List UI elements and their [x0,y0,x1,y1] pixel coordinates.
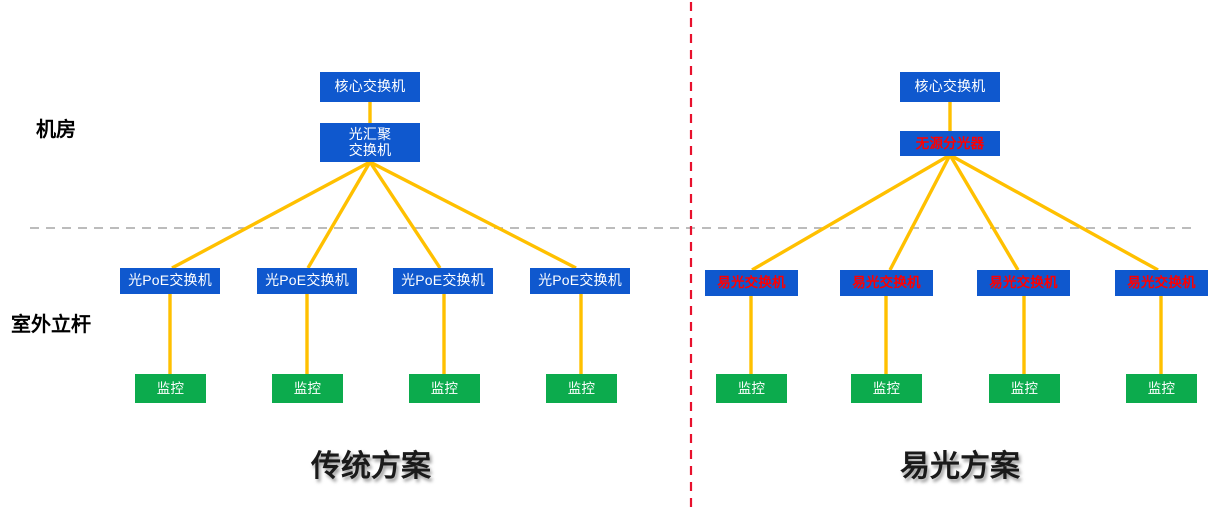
right-camera-node-4[interactable]: 监控 [1126,374,1197,403]
right-camera-node-2[interactable]: 监控 [851,374,922,403]
wire-right-agg-to-access-2 [888,154,952,271]
left-aggregation-switch-node[interactable]: 光汇聚 交换机 [320,123,420,162]
wire-right-agg-to-access-4 [949,153,1159,272]
right-access-switch-node-1[interactable]: 易光交换机 [705,270,798,296]
right-camera-node-3[interactable]: 监控 [989,374,1060,403]
right-access-switch-node-4[interactable]: 易光交换机 [1115,270,1208,296]
left-access-switch-node-3[interactable]: 光PoE交换机 [393,268,493,294]
right-camera-node-1[interactable]: 监控 [716,374,787,403]
wire-left-agg-to-access-3 [368,161,442,269]
wire-right-agg-to-access-1 [751,153,951,272]
left-access-switch-node-1[interactable]: 光PoE交换机 [120,268,220,294]
left-camera-node-4[interactable]: 监控 [546,374,617,403]
zone-label-machine-room: 机房 [36,119,76,141]
left-camera-node-1[interactable]: 监控 [135,374,206,403]
left-access-switch-node-4[interactable]: 光PoE交换机 [530,268,630,294]
zone-label-outdoor-pole: 室外立杆 [11,314,91,336]
wire-right-agg-to-access-3 [948,154,1020,271]
right-access-switch-node-3[interactable]: 易光交换机 [977,270,1070,296]
wire-left-agg-to-access-2 [306,161,372,269]
left-camera-node-3[interactable]: 监控 [409,374,480,403]
left-core-switch-node[interactable]: 核心交换机 [320,72,420,102]
right-core-switch-node[interactable]: 核心交换机 [900,72,1000,102]
wire-left-agg-to-access-4 [369,160,577,270]
right-scheme-title: 易光方案 [900,450,1020,483]
left-access-switch-node-2[interactable]: 光PoE交换机 [257,268,357,294]
right-passive-optical-splitter-node[interactable]: 无源分光器 [900,131,1000,156]
right-access-switch-node-2[interactable]: 易光交换机 [840,270,933,296]
left-camera-node-2[interactable]: 监控 [272,374,343,403]
left-scheme-title: 传统方案 [311,450,431,483]
wire-left-agg-to-access-1 [171,160,371,270]
